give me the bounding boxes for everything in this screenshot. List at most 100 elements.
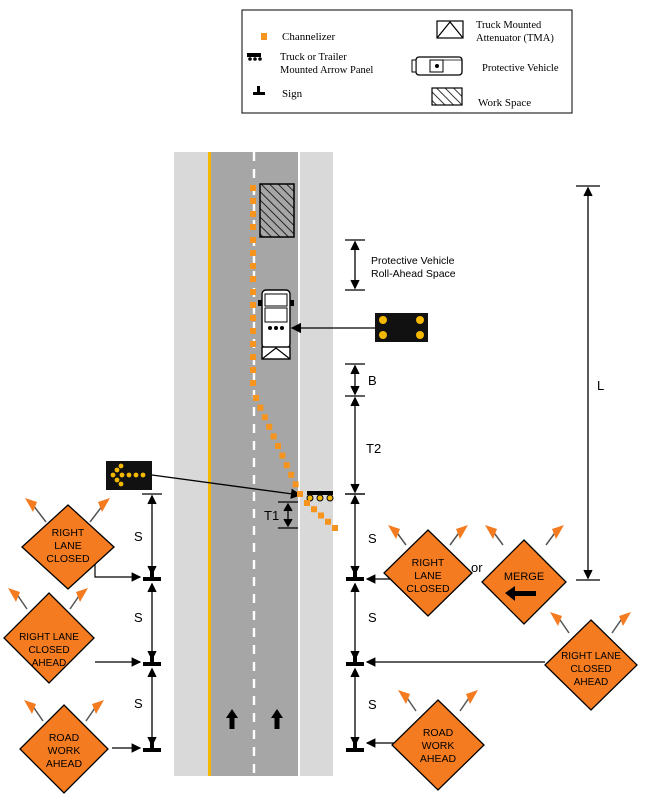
sign-text: AHEAD <box>32 658 66 669</box>
dimension-roll-ahead <box>345 239 365 291</box>
sign-text: RIGHT LANE <box>561 651 621 662</box>
sign-text: RIGHT <box>52 527 85 539</box>
channelizer <box>250 276 256 282</box>
channelizer <box>250 289 256 295</box>
dimension-l <box>576 185 600 581</box>
legend-arrow-panel-line2: Mounted Arrow Panel <box>280 65 373 76</box>
legend: Channelizer Truck or Trailer Mounted Arr… <box>241 9 573 114</box>
s-label-right-1: S <box>368 531 377 546</box>
channelizer <box>279 452 286 459</box>
sign-text: RIGHT LANE <box>19 632 79 643</box>
channelizer <box>250 354 256 360</box>
protective-vehicle-icon <box>411 56 463 76</box>
sign-posts <box>143 571 364 752</box>
sign-text: CLOSED <box>570 664 611 675</box>
legend-work-space: Work Space <box>478 97 531 109</box>
channelizer <box>311 506 317 513</box>
channelizer <box>283 462 290 469</box>
channelizer <box>266 423 273 430</box>
s-label-left-1: S <box>134 529 143 544</box>
sign-text: CLOSED <box>46 553 90 565</box>
sign-text: AHEAD <box>420 753 457 765</box>
dimension-s-left <box>142 493 162 747</box>
arrow-panel-icon <box>247 53 262 61</box>
channelizer <box>261 414 268 421</box>
channelizer <box>250 302 256 308</box>
sign-leaders <box>94 562 545 753</box>
merge-left-arrow-icon <box>505 586 536 601</box>
sign-right-lane-closed-left: RIGHT LANE CLOSED <box>21 498 115 590</box>
roadway <box>174 152 333 776</box>
sign-right-lane-closed-ahead-right: RIGHT LANE CLOSED AHEAD <box>544 612 638 711</box>
legend-arrow-panel-line1: Truck or Trailer <box>280 52 347 63</box>
legend-channelizer: Channelizer <box>282 31 335 43</box>
s-label-left-2: S <box>134 610 143 625</box>
channelizer <box>297 491 303 497</box>
channelizer <box>250 198 256 204</box>
arrowboard-leader <box>151 474 302 499</box>
sign-text: RIGHT <box>412 557 445 569</box>
channelizer <box>250 185 256 191</box>
protective-vehicle <box>258 289 294 349</box>
sign-text: ROAD <box>49 732 80 744</box>
sign-road-work-ahead-left: ROAD WORK AHEAD <box>19 700 109 794</box>
channelizer <box>250 263 256 269</box>
s-label-right-3: S <box>368 697 377 712</box>
right-shoulder <box>300 152 333 776</box>
legend-tma-line2: Attenuator (TMA) <box>476 33 554 44</box>
b-label: B <box>368 373 377 388</box>
left-shoulder <box>174 152 208 776</box>
dimension-s-right <box>345 493 365 747</box>
channelizer-icon <box>261 33 267 40</box>
sign-text: CLOSED <box>406 583 450 595</box>
channelizer <box>250 250 256 256</box>
sign-text: AHEAD <box>574 677 608 688</box>
sign-text: CLOSED <box>28 645 69 656</box>
channelizer <box>253 395 259 401</box>
dimension-t2 <box>345 396 365 495</box>
trailer-arrow-panel <box>306 491 334 502</box>
dimension-t1 <box>278 501 298 529</box>
sign-right-lane-closed-ahead-left: RIGHT LANE CLOSED AHEAD <box>3 588 95 684</box>
s-label-right-2: S <box>368 610 377 625</box>
sign-text: WORK <box>422 740 455 752</box>
channelizer <box>250 380 256 386</box>
channelizer <box>292 481 299 488</box>
work-space-icon <box>431 87 463 106</box>
legend-protective-vehicle: Protective Vehicle <box>482 63 559 74</box>
lane-arrow-right <box>271 709 283 729</box>
sign-right-lane-closed-right: RIGHT LANE CLOSED <box>383 525 473 617</box>
channelizer <box>250 315 256 321</box>
channelizer <box>250 237 256 243</box>
merge-text: MERGE <box>504 571 544 583</box>
t1-label: T1 <box>264 508 279 523</box>
l-label: L <box>597 378 604 393</box>
channelizer <box>270 433 277 440</box>
channelizer <box>257 404 264 411</box>
sign-text: AHEAD <box>46 758 83 770</box>
sign-text: LANE <box>414 570 441 582</box>
s-label-left-3: S <box>134 696 143 711</box>
tma-icon <box>436 20 464 39</box>
tma <box>261 346 291 360</box>
channelizer <box>332 525 338 531</box>
sign-road-work-ahead-right: ROAD WORK AHEAD <box>391 690 485 791</box>
channelizer <box>318 512 324 519</box>
channelizer <box>288 471 295 478</box>
channelizer <box>250 328 256 334</box>
channelizers <box>250 185 338 531</box>
channelizer <box>304 500 310 506</box>
sign-merge: MERGE <box>481 525 567 625</box>
legend-sign: Sign <box>282 88 303 100</box>
channelizer <box>325 518 331 525</box>
arrow-board-caution <box>375 313 428 342</box>
lane-arrow-left <box>226 709 238 729</box>
dimension-b <box>345 363 365 397</box>
or-label: or <box>471 560 483 575</box>
channelizer <box>250 341 256 347</box>
t2-label: T2 <box>366 441 381 456</box>
roll-ahead-label-line2: Roll-Ahead Space <box>371 268 456 280</box>
legend-tma-line1: Truck Mounted <box>476 20 542 31</box>
arrow-board-left <box>106 461 152 490</box>
roll-ahead-label-line1: Protective Vehicle <box>371 255 455 267</box>
